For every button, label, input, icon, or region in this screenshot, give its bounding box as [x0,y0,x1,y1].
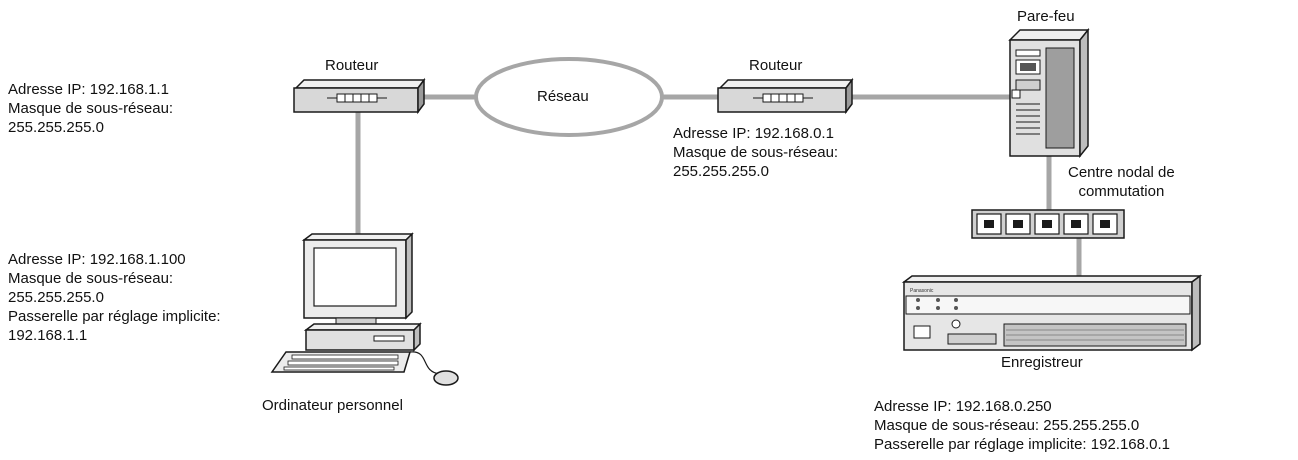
router-right-mask-label: Masque de sous-réseau: [673,144,839,161]
recorder-ip: Adresse IP: 192.168.0.250 [874,398,1052,415]
router-right-settings: Adresse IP: 192.168.0.1 Masque de sous-r… [673,124,838,181]
router-left-ip: Adresse IP: 192.168.1.1 [8,81,169,98]
recorder-brand-text: Panasonic [910,288,934,294]
router-left-mask-label: Masque de sous-réseau: [8,100,174,117]
recorder-label: Enregistreur [1001,354,1083,371]
pc-mask-value: 255.255.255.0 [8,289,104,306]
network-ellipse [474,57,664,137]
router-right-label: Routeur [749,57,803,74]
hub-label-line1: Centre nodal de [1068,164,1175,181]
personal-computer-icon [270,232,459,386]
pc-mask-label: Masque de sous-réseau: [8,270,174,287]
router-left-label: Routeur [325,57,379,74]
router-right-icon [717,77,854,115]
pc-settings: Adresse IP: 192.168.1.100 Masque de sous… [8,250,221,345]
router-left-mask-value: 255.255.255.0 [8,119,104,136]
recorder-mask: Masque de sous-réseau: 255.255.255.0 [874,417,1140,434]
router-right-mask-value: 255.255.255.0 [673,163,769,180]
switching-hub-icon [971,209,1125,239]
hub-label-line2: commutation [1078,183,1165,200]
pc-ip: Adresse IP: 192.168.1.100 [8,251,186,268]
firewall-icon [1008,27,1090,159]
pc-gateway-label: Passerelle par réglage implicite: [8,308,221,325]
pc-label: Ordinateur personnel [262,397,403,414]
recorder-gateway: Passerelle par réglage implicite: 192.16… [874,436,1171,453]
recorder-settings: Adresse IP: 192.168.0.250 Masque de sous… [874,397,1170,454]
hub-label: Centre nodal de commutation [1068,163,1175,201]
router-left-settings: Adresse IP: 192.168.1.1 Masque de sous-r… [8,80,173,137]
pc-gateway-value: 192.168.1.1 [8,327,88,344]
router-right-ip: Adresse IP: 192.168.0.1 [673,125,834,142]
network-label: Réseau [537,88,589,105]
router-left-icon [293,77,426,115]
firewall-label: Pare-feu [1017,8,1075,25]
connection-lines [355,94,1082,282]
recorder-icon: Panasonic [901,274,1203,352]
